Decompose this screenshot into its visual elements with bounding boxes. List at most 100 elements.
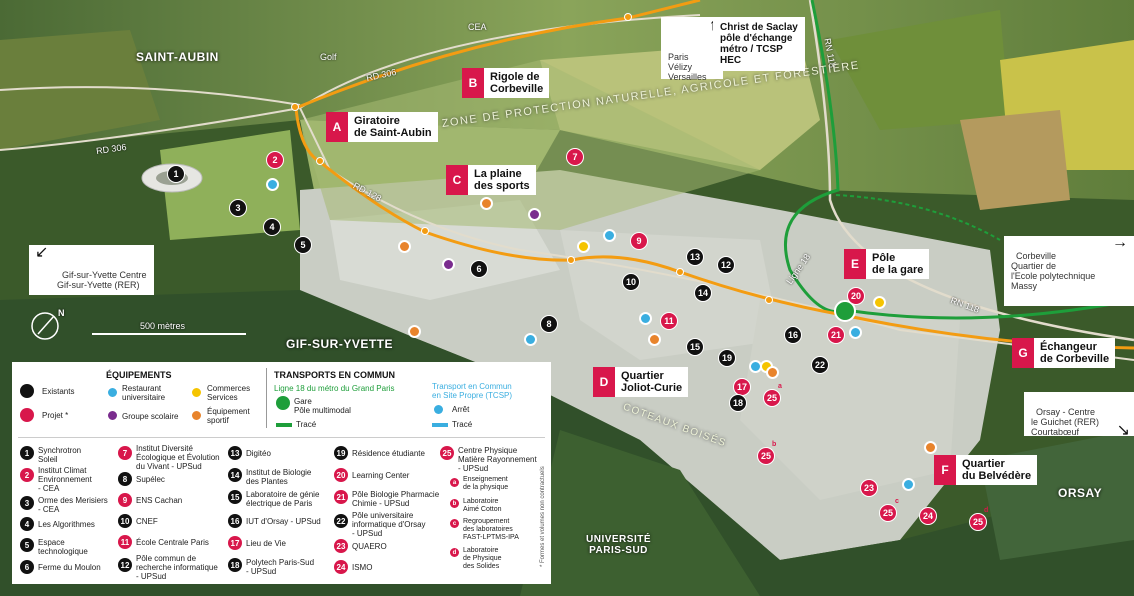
restaurant-label: Restaurant universitaire — [122, 384, 166, 402]
map-marker-24[interactable]: 24 — [919, 507, 937, 525]
map-marker-25a[interactable]: 25 — [763, 389, 781, 407]
direction-paris-text: Paris Vélizy Versailles — [668, 52, 707, 82]
map-marker-1[interactable]: 1 — [167, 165, 185, 183]
arrow-down-right-icon: ↘ — [1116, 422, 1130, 439]
legend-num-12: 12 — [118, 558, 132, 572]
tcsp-stop — [624, 13, 632, 21]
legend-item-10: CNEF — [136, 517, 158, 526]
sector-f[interactable]: F Quartier du Belvédère — [934, 455, 1038, 485]
place-cea: CEA — [468, 22, 487, 32]
map-marker-9[interactable]: 9 — [630, 232, 648, 250]
project-legend-label: Projet * — [42, 411, 69, 420]
map-marker-19[interactable]: 19 — [718, 349, 736, 367]
legend-item-3: Orme des Merisiers - CEA — [38, 496, 108, 514]
marker-sub-b: b — [772, 441, 777, 448]
legend-num-2: 2 — [20, 468, 34, 482]
sector-letter: A — [326, 112, 348, 142]
tcsp-stop-legend-label: Arrêt — [452, 405, 470, 414]
legend-sub-c: c — [450, 519, 459, 528]
place-gif-sur-yvette: GIF-SUR-YVETTE — [286, 337, 394, 351]
sector-title: La plaine des sports — [468, 165, 536, 195]
map-marker-25c[interactable]: 25 — [879, 504, 897, 522]
tcsp-stop — [676, 268, 684, 276]
map-marker-13[interactable]: 13 — [686, 248, 704, 266]
map-marker-23[interactable]: 23 — [860, 479, 878, 497]
direction-gif-text: Gif-sur-Yvette Centre Gif-sur-Yvette (RE… — [57, 270, 147, 290]
sport-icon — [398, 240, 411, 253]
map-marker-25b[interactable]: 25 — [757, 447, 775, 465]
direction-paris: Paris Vélizy Versailles ↑ — [661, 17, 723, 82]
sector-g[interactable]: G Échangeur de Corbeville — [1012, 338, 1116, 368]
tcsp-trace-label: Tracé — [452, 420, 473, 429]
legend-num-4: 4 — [20, 517, 34, 531]
map-marker-16[interactable]: 16 — [784, 326, 802, 344]
school-icon — [528, 208, 541, 221]
legend-num-7: 7 — [118, 446, 132, 460]
metro-trace-label: Tracé — [296, 420, 317, 429]
sector-d[interactable]: D Quartier Joliot-Curie — [593, 367, 689, 397]
legend-sub-b-label: Laboratoire Aimé Cotton — [463, 498, 502, 513]
map-marker-10[interactable]: 10 — [622, 273, 640, 291]
sector-letter: D — [593, 367, 615, 397]
map-marker-8[interactable]: 8 — [540, 315, 558, 333]
ligne18-title: Ligne 18 du métro du Grand Paris — [274, 384, 395, 393]
legend-item-12: Pôle commun de recherche informatique - … — [136, 554, 218, 581]
arrow-right-icon: → — [1112, 234, 1128, 251]
map-marker-22[interactable]: 22 — [811, 356, 829, 374]
marker-sub-d: d — [984, 507, 989, 514]
sport-icon — [924, 441, 937, 454]
legend-item-16: IUT d'Orsay - UPSud — [246, 517, 321, 526]
restaurant-icon — [266, 178, 279, 191]
map-marker-25d[interactable]: 25 — [969, 513, 987, 531]
sport-label: Équipement sportif — [207, 407, 250, 425]
place-universite: UNIVERSITÉ PARIS-SUD — [586, 534, 652, 556]
marker-sub-c: c — [895, 498, 899, 505]
map-marker-2[interactable]: 2 — [266, 151, 284, 169]
legend-item-4: Les Algorithmes — [38, 520, 95, 529]
place-orsay: ORSAY — [1058, 486, 1103, 500]
legend-num-18: 18 — [228, 558, 242, 572]
legend-item-6: Ferme du Moulon — [38, 563, 101, 572]
legend-sub-c-label: Regroupement des laboratoires FAST-LPTMS… — [463, 518, 519, 541]
legend-item-11: École Centrale Paris — [136, 538, 209, 547]
direction-corbeville: Corbeville Quartier de l'Ecole polytechn… — [1004, 234, 1134, 306]
gare-legend-dot — [276, 396, 290, 410]
map-marker-20[interactable]: 20 — [847, 287, 865, 305]
map-marker-6[interactable]: 6 — [470, 260, 488, 278]
legend-num-24: 24 — [334, 560, 348, 574]
school-icon — [442, 258, 455, 271]
map-marker-7[interactable]: 7 — [566, 148, 584, 166]
map-marker-4[interactable]: 4 — [263, 218, 281, 236]
legend-num-8: 8 — [118, 472, 132, 486]
tcsp-stop — [421, 227, 429, 235]
map-marker-18[interactable]: 18 — [729, 394, 747, 412]
school-label: Groupe scolaire — [122, 412, 179, 421]
sector-a[interactable]: A Giratoire de Saint-Aubin — [326, 112, 438, 142]
legend-num-17: 17 — [228, 536, 242, 550]
legend-item-9: ENS Cachan — [136, 496, 183, 505]
tcsp-title: Transport en Commun en Site Propre (TCSP… — [432, 382, 513, 400]
existing-legend-label: Existants — [42, 387, 75, 396]
legend-num-23: 23 — [334, 539, 348, 553]
direction-christ-de-saclay: Christ de Saclay pôle d'échange métro / … — [713, 17, 805, 71]
marker-sub-a: a — [778, 383, 782, 390]
sector-e[interactable]: E Pôle de la gare — [844, 249, 930, 279]
map-marker-11[interactable]: 11 — [660, 312, 678, 330]
sector-letter: E — [844, 249, 866, 279]
tcsp-stop-legend-dot — [434, 405, 443, 414]
legend-num-10: 10 — [118, 514, 132, 528]
map-marker-12[interactable]: 12 — [717, 256, 735, 274]
map-marker-5[interactable]: 5 — [294, 236, 312, 254]
legend-item-22: Pôle universitaire informatique d'Orsay … — [352, 511, 426, 538]
legend-item-18: Polytech Paris-Sud - UPSud — [246, 558, 315, 576]
legend-num-3: 3 — [20, 496, 34, 510]
sport-icon — [648, 333, 661, 346]
sector-b[interactable]: B Rigole de Corbeville — [462, 68, 550, 98]
map-marker-14[interactable]: 14 — [694, 284, 712, 302]
sector-title: Quartier Joliot-Curie — [615, 367, 689, 397]
map-marker-21[interactable]: 21 — [827, 326, 845, 344]
map-marker-3[interactable]: 3 — [229, 199, 247, 217]
school-icon — [106, 409, 119, 422]
sector-c[interactable]: C La plaine des sports — [446, 165, 536, 195]
map-marker-15[interactable]: 15 — [686, 338, 704, 356]
